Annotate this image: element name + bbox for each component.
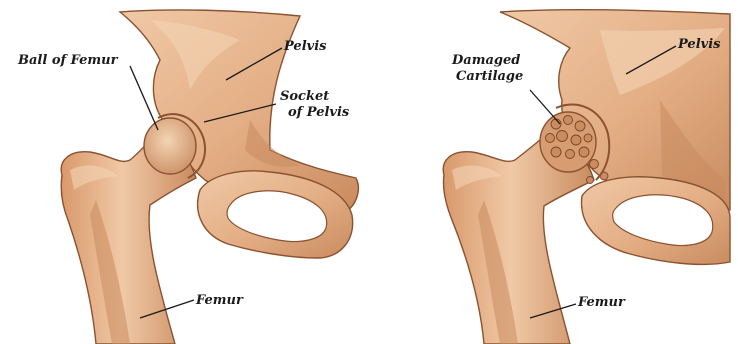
label-ball-of-femur: Ball of Femur [17,53,119,68]
label-socket-line1: Socket [280,89,329,104]
label-pelvis-left: Pelvis [283,39,327,54]
label-pelvis-right: Pelvis [677,37,721,52]
label-socket-line2: of Pelvis [288,105,350,120]
label-femur-left: Femur [195,293,244,308]
damaged-hip-panel: Damaged Cartilage Pelvis Femur [443,10,730,344]
leader-damaged-cartilage [530,90,560,124]
healthy-hip-panel: Ball of Femur Pelvis Socket of Pelvis Fe… [17,10,358,344]
femur-head [144,118,196,174]
label-damaged-line1: Damaged [451,53,520,68]
label-damaged-line2: Cartilage [456,69,523,84]
label-femur-right: Femur [577,295,626,310]
